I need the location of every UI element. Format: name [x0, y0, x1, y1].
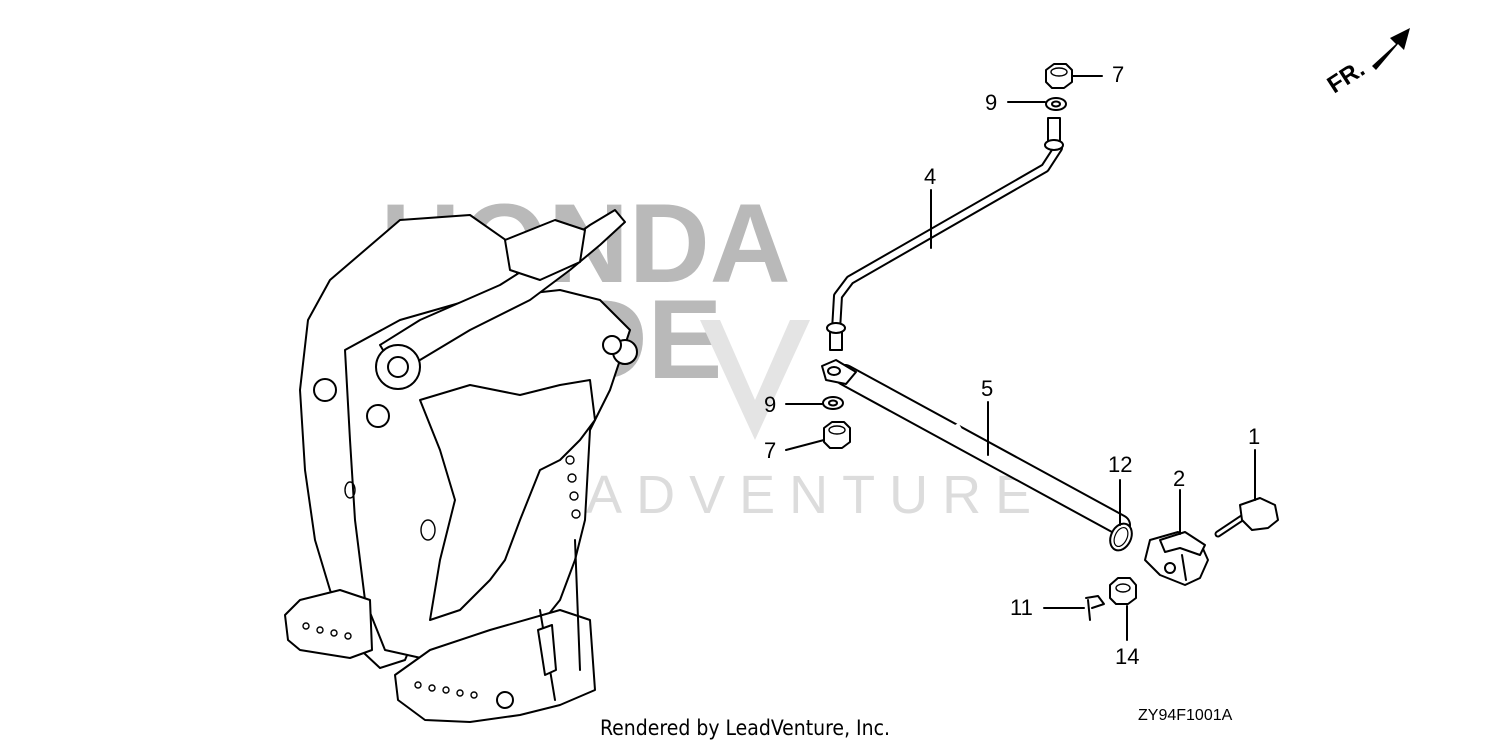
diagram-code: ZY94F1001A — [1138, 707, 1233, 724]
credit-text: Rendered by LeadVenture, Inc. — [600, 716, 890, 740]
callout-2: 2 — [1173, 466, 1185, 491]
callout-4: 4 — [924, 164, 936, 189]
callout-11: 11 — [1010, 595, 1033, 620]
callout-14: 14 — [1115, 644, 1139, 669]
callout-9-top: 9 — [985, 90, 997, 115]
part-11-cotter-pin — [1085, 595, 1105, 621]
front-direction-indicator: FR. — [1323, 28, 1410, 99]
part-2-clamp — [1144, 531, 1209, 586]
part-9-washer-top — [1045, 97, 1067, 111]
part-1-wing-bolt — [1214, 497, 1279, 538]
rod-thread-top — [1047, 117, 1061, 143]
watermark-v-mark — [700, 320, 810, 440]
callout-5: 5 — [981, 376, 993, 401]
callout-12: 12 — [1108, 452, 1132, 477]
callout-9-bottom: 9 — [764, 392, 776, 417]
bracket-assembly — [284, 209, 638, 723]
front-label: FR. — [1323, 55, 1370, 99]
callout-7-top: 7 — [1112, 62, 1124, 87]
part-7-nut-bottom — [823, 421, 851, 449]
part-12-o-ring — [1109, 522, 1133, 552]
callout-1: 1 — [1248, 424, 1260, 449]
callouts: 7 9 4 5 9 7 1 12 2 11 14 — [764, 62, 1260, 669]
part-14-nut — [1109, 577, 1137, 605]
part-4-rod — [826, 117, 1064, 351]
part-5-rod — [821, 359, 1131, 536]
part-7-nut-top — [1045, 63, 1073, 89]
callout-7-bottom: 7 — [764, 438, 776, 463]
leader-lines — [785, 75, 1256, 641]
part-9-washer-bottom — [822, 396, 844, 410]
